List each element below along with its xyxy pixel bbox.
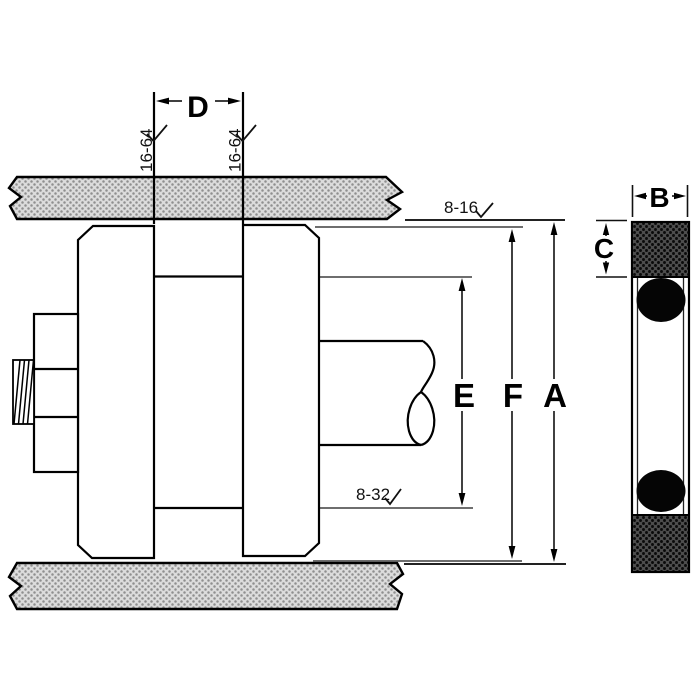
retaining-nut: [32, 312, 80, 474]
cylinder-wall-bottom: [7, 561, 405, 611]
finish-text-groove-left: 16-64: [137, 129, 156, 172]
d-arrow-left: [156, 97, 169, 105]
dim-label-d: D: [187, 91, 209, 124]
nut-body: [32, 312, 80, 474]
b-arrow-left: [634, 192, 646, 200]
dimension-c: C: [594, 219, 627, 278]
d-arrow-right: [228, 97, 241, 105]
o-ring-top: [636, 278, 686, 322]
finish-check-groove-left: [146, 124, 168, 143]
dimension-b: B: [631, 182, 689, 217]
a-arrow-up: [550, 222, 558, 235]
b-arrow-right: [674, 192, 686, 200]
rod-break-lens-right: [420, 391, 436, 447]
seal-cross-section: [630, 220, 691, 574]
rod-break-s-curve: [419, 340, 436, 393]
f-arrow-up: [508, 229, 516, 242]
piston-rod: [320, 339, 436, 447]
finish-mark-groove-root: 8-32: [356, 485, 402, 506]
finish-mark-groove-left: 16-64: [137, 124, 168, 172]
threaded-stud: [12, 359, 35, 425]
dim-label-b: B: [649, 182, 669, 213]
piston-follower-plate: [76, 224, 156, 560]
dimension-d: D: [152, 91, 245, 224]
dim-label-c: C: [594, 233, 614, 264]
c-arrow-up: [602, 223, 610, 235]
e-arrow-up: [458, 278, 466, 291]
dimension-a: A: [543, 222, 567, 562]
piston-body: [241, 223, 321, 558]
finish-check-bore: [475, 202, 494, 219]
thread-hatch-lines: [13, 359, 35, 425]
dimension-f: F: [503, 229, 523, 559]
finish-text-groove-root: 8-32: [356, 485, 390, 504]
a-arrow-down: [550, 549, 558, 562]
cylinder-wall-top: [7, 175, 405, 221]
dim-label-e: E: [453, 377, 475, 414]
finish-text-bore: 8-16: [444, 198, 478, 217]
finish-text-groove-right: 16-64: [226, 129, 245, 172]
finish-check-groove-root: [384, 488, 402, 506]
finish-mark-bore: 8-16: [444, 198, 494, 219]
finish-check-groove-right: [235, 124, 257, 143]
e-arrow-down: [458, 493, 466, 506]
dim-label-a: A: [543, 377, 567, 414]
rod-break-lens-left: [406, 391, 422, 447]
o-ring-bottom: [636, 470, 686, 512]
piston-assembly: [12, 223, 436, 560]
dimension-e: E: [453, 278, 475, 506]
seal-hatch-block-bottom: [631, 514, 690, 573]
finish-mark-groove-right: 16-64: [226, 124, 257, 172]
f-arrow-down: [508, 546, 516, 559]
c-arrow-down: [602, 262, 610, 275]
seal-hatch-block-top: [631, 221, 690, 278]
dim-label-f: F: [503, 377, 523, 414]
